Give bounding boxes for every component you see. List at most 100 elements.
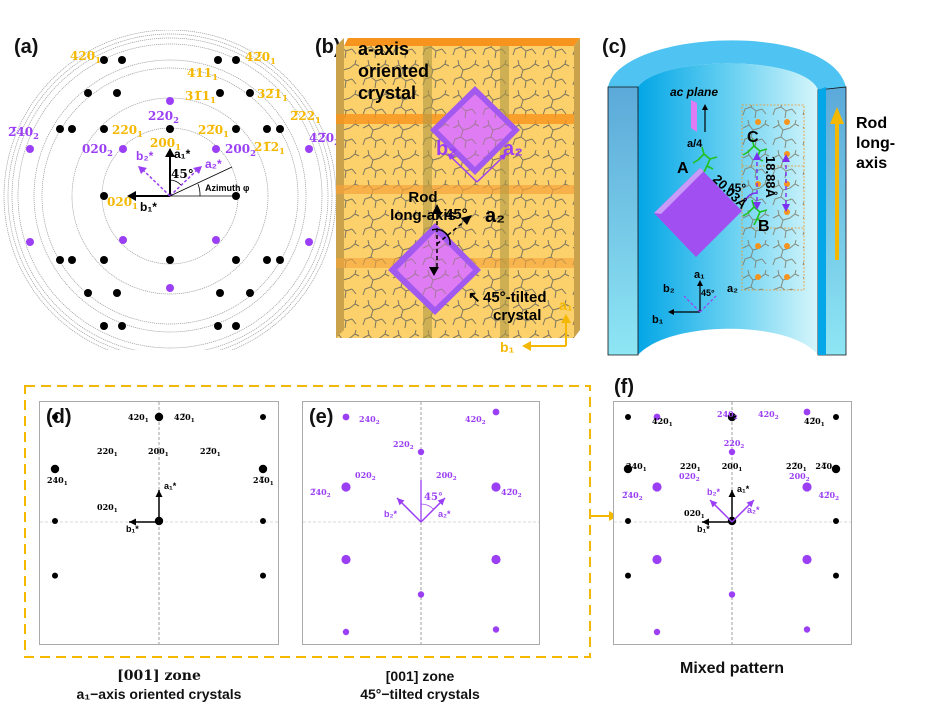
c-a2-label: a₂ — [727, 283, 738, 295]
diffraction-spot-purple — [417, 448, 425, 456]
diffraction-spot-black — [154, 412, 164, 422]
f-hkl-purple-1: 4202 — [758, 409, 779, 421]
f-b1-star-arrow-head — [702, 518, 709, 526]
diffraction-spot-purple — [491, 482, 501, 492]
d-hkl-1: 42̅01 — [174, 412, 195, 424]
e-hkl-1: 4202 — [465, 414, 486, 426]
diffraction-ring — [33, 59, 307, 333]
b-angle-label: 45° — [445, 206, 468, 223]
diffraction-spot-black — [833, 518, 839, 524]
diffraction-spot-black — [166, 125, 174, 133]
diffraction-spot-purple — [342, 413, 350, 421]
green-molecules — [692, 138, 768, 226]
diffraction-spot-purple — [652, 554, 662, 565]
label-C: C — [747, 129, 759, 146]
diffraction-spot-black — [118, 56, 126, 64]
a4-label: a/4 — [687, 138, 703, 150]
diffraction-spot-purple — [802, 482, 812, 492]
diffraction-spot-black — [232, 125, 240, 133]
diffraction-spot-black — [263, 256, 271, 264]
hkl-200_2: 2002 — [225, 142, 256, 158]
e-a2-label: a₂* — [438, 509, 451, 519]
a2-label-upper: a₂ — [503, 138, 523, 160]
diffraction-spot-black — [833, 414, 839, 420]
diffraction-spot-black — [56, 256, 64, 264]
f-hkl-black-7: 0201 — [684, 508, 705, 520]
diffraction-ring — [11, 37, 329, 350]
diffraction-spot-black — [84, 289, 92, 297]
diffraction-ring — [41, 67, 299, 325]
diffraction-spot-black — [833, 572, 839, 579]
f-hkl-purple-0: 2402 — [717, 409, 738, 421]
panel-d-label: (d) — [46, 406, 72, 428]
diffraction-spot-black — [260, 518, 266, 524]
hkl-2m12_1: 21̅21 — [254, 140, 285, 156]
diffraction-spot-black — [52, 414, 58, 420]
e-angle-arc — [420, 503, 434, 510]
c-b2-label: b₂ — [663, 283, 675, 295]
b2-star-arrow-head — [397, 498, 405, 506]
e-hkl-4: 2002 — [436, 470, 457, 482]
d-hkl-3: 2001 — [148, 446, 169, 458]
f-a1-star-arrow-head — [728, 490, 736, 497]
b2-star-label: b₂* — [136, 149, 154, 163]
azimuth-label: Azimuth φ — [205, 183, 250, 193]
molecular-lattice — [741, 104, 805, 291]
b-b1-label: b₁ — [500, 339, 515, 355]
panel-c-rod-model: ac plane a/4 A B C 20.03Å 18.88Å 45° a₁ … — [607, 40, 895, 356]
diffraction-spot-black — [52, 572, 58, 579]
f-hkl-black-1: 42̅01 — [804, 416, 825, 428]
diffraction-spot-black — [727, 412, 737, 422]
diffraction-spot-black — [100, 256, 108, 264]
diffraction-spot-purple — [803, 626, 811, 633]
hkl-220_2: 2202 — [148, 109, 179, 125]
f-hkl-purple-4: 2002 — [789, 471, 810, 483]
panel-b-crystal-model: b₂ a₂ a-axis oriented crystal Rod long-a… — [336, 38, 580, 355]
c-b1-label: b₁ — [652, 314, 664, 326]
diffraction-spot-purple — [728, 591, 736, 598]
c-angle-label: 45° — [728, 181, 746, 195]
diffraction-spot-black — [258, 464, 268, 474]
f-hkl-black-2: 2401 — [626, 461, 647, 473]
panel-c-label: (c) — [602, 36, 627, 58]
diffraction-spot-black — [263, 125, 271, 133]
b-title-line2: oriented — [358, 61, 429, 81]
hkl-420_1: 4201 — [70, 49, 101, 65]
f-hkl-black-0: 4201 — [652, 416, 673, 428]
b-title-line1: a-axis — [358, 39, 409, 59]
diffraction-spot-purple — [119, 145, 127, 153]
c-rod-line3: axis — [856, 155, 887, 172]
d-hkl-7: 0201 — [97, 502, 118, 514]
diffraction-spot-black — [214, 322, 222, 330]
caption-e-line2: 45°−tilted crystals — [360, 686, 480, 702]
diffraction-spot-purple — [212, 236, 220, 244]
diffraction-spot-black — [68, 256, 76, 264]
diffraction-spot-black — [276, 256, 284, 264]
e-hkl-3: 0202 — [355, 470, 376, 482]
diffraction-spot-purple — [26, 238, 34, 246]
hkl-020_1: 0201 — [107, 195, 138, 211]
diffraction-spot-black — [68, 125, 76, 133]
hkl-220_1: 2201 — [112, 123, 143, 139]
diffraction-spot-black — [214, 56, 222, 64]
label-A: A — [677, 160, 689, 177]
diffraction-spot-black — [232, 322, 240, 330]
diffraction-spot-purple — [166, 284, 174, 292]
b-title-line3: crystal — [358, 83, 416, 103]
label-B: B — [758, 218, 770, 235]
d-b1-label: b₁* — [126, 524, 139, 534]
diffraction-spot-black — [246, 89, 254, 97]
e-b2-label: b₂* — [384, 509, 397, 519]
diffraction-spot-purple — [341, 554, 351, 565]
diffraction-spot-black — [260, 572, 266, 579]
c-a1-label: a₁ — [694, 269, 705, 281]
a1-star-label: a₁* — [174, 147, 191, 161]
f-hkl-black-5: 22̅01 — [786, 461, 807, 473]
f-a2-label: a₂* — [747, 505, 760, 515]
diffraction-spot-black — [625, 518, 631, 524]
